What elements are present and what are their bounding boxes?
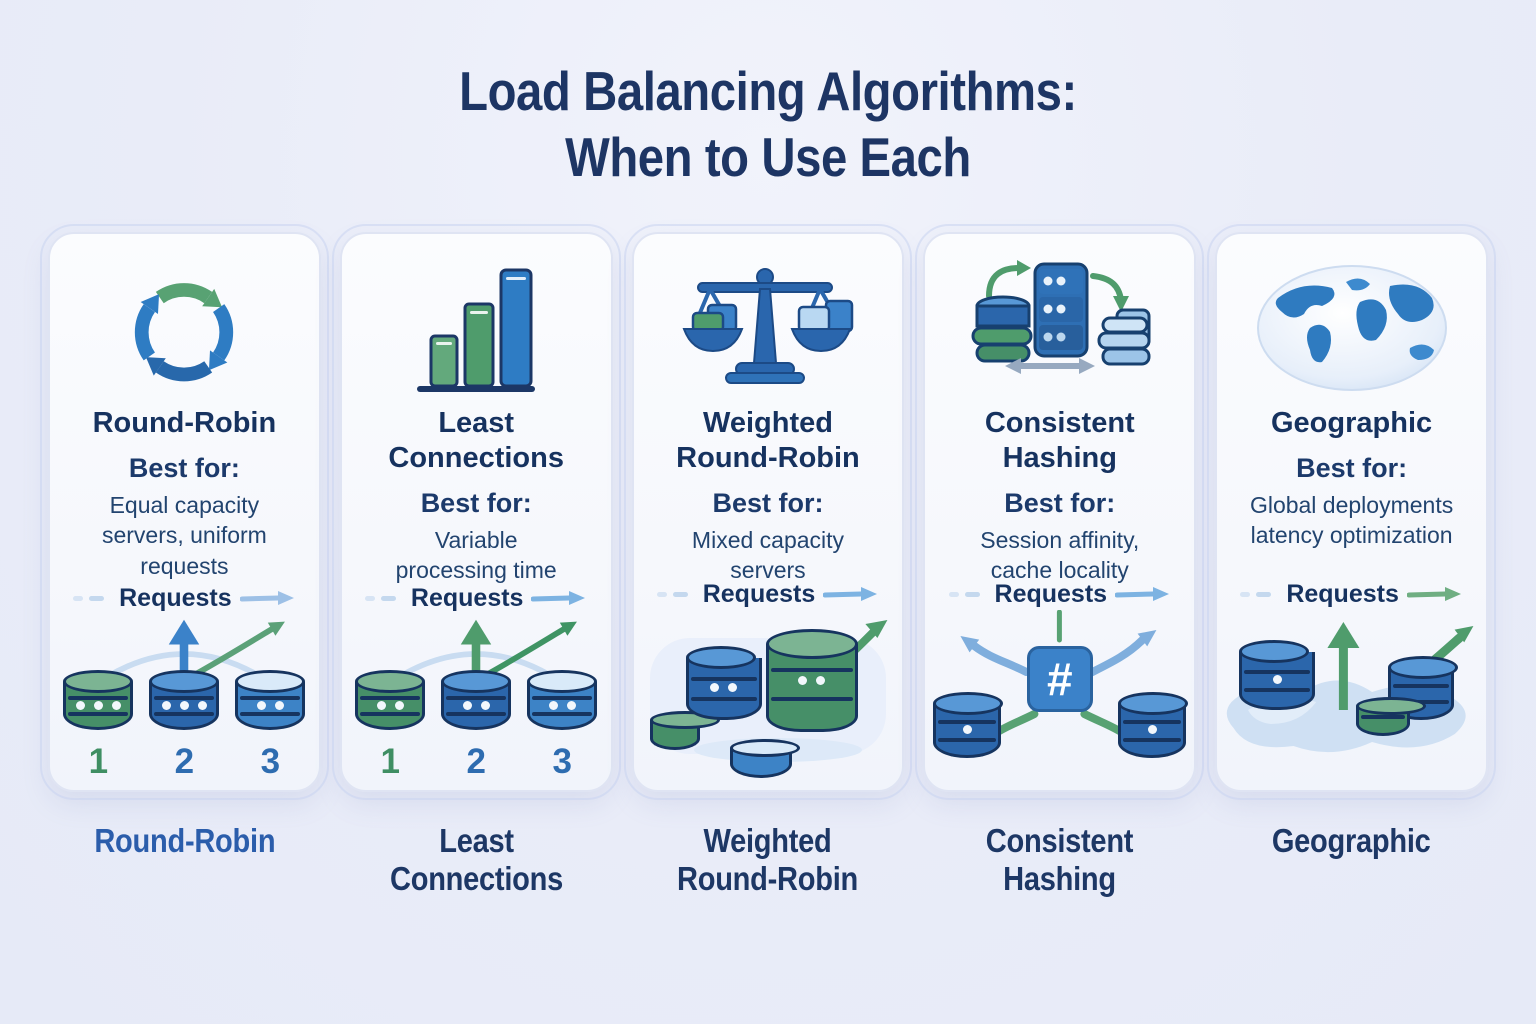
best-for-text: Session affinity, cache locality (980, 526, 1140, 583)
mini-diagram: Requests (1217, 578, 1486, 782)
column-least-connections: Least Connections Best for: Variable pro… (331, 224, 621, 897)
cycle-arrows-icon (135, 283, 234, 382)
card-icon-box (342, 252, 611, 404)
requests-dashes-icon (948, 592, 980, 597)
left-server-cylinder (933, 692, 1004, 758)
right-server-cylinder (1118, 692, 1189, 758)
requests-row: Requests (342, 582, 611, 614)
footer-label: Geographic (1272, 822, 1431, 859)
best-for-label: Best for: (1296, 452, 1408, 483)
mini-diagram: Requests (342, 582, 611, 782)
page-title-line2: When to Use Each (565, 126, 971, 188)
server-number: 1 (88, 742, 109, 781)
server-row (342, 668, 611, 730)
requests-dashes-icon (364, 596, 396, 601)
requests-label: Requests (702, 579, 816, 608)
requests-arrow-icon (1115, 587, 1170, 601)
requests-row: Requests (925, 578, 1194, 610)
balance-scale-icon (682, 268, 854, 384)
best-for-label: Best for: (712, 487, 824, 518)
requests-label: Requests (994, 579, 1108, 608)
medium-blue-server (685, 646, 762, 720)
card-title: Round-Robin (92, 407, 277, 439)
right-region-cache-disk (1355, 697, 1426, 736)
card-title: Consistent Hashing (984, 407, 1135, 474)
card-least-connections: Least Connections Best for: Variable pro… (331, 224, 621, 800)
mini-diagram: Requests (50, 582, 319, 782)
mini-diagram: Requests (925, 578, 1194, 782)
server-cylinder-2 (441, 670, 512, 730)
footer-label: Round-Robin (93, 822, 275, 859)
best-for-text: Equal capacity servers, uniform requests (101, 491, 267, 579)
best-for-label: Best for: (1004, 487, 1116, 518)
server-row (50, 668, 319, 730)
footer-label: Consistent Hashing (986, 822, 1134, 897)
card-icon-box (634, 252, 903, 404)
card-geographic: Geographic Best for: Global deployments … (1207, 224, 1496, 800)
server-number: 3 (552, 742, 572, 781)
server-numbers: 1 2 3 (50, 742, 319, 782)
card-title: Geographic (1271, 407, 1433, 439)
server-hash-icon (971, 260, 1151, 374)
bar-chart-icon (417, 268, 536, 392)
card-title: Weighted Round-Robin (676, 407, 860, 474)
server-cylinder-2 (149, 670, 220, 730)
requests-label: Requests (1286, 579, 1399, 608)
best-for-label: Best for: (128, 452, 240, 483)
right-region-server (1387, 656, 1458, 720)
card-consistent-hashing: Consistent Hashing Best for: Session aff… (915, 224, 1204, 800)
page-title: Load Balancing Algorithms: When to Use E… (108, 0, 1429, 190)
requests-label: Requests (410, 583, 524, 612)
requests-arrow-icon (531, 591, 586, 605)
page-title-line1: Load Balancing Algorithms: (459, 60, 1077, 122)
hash-routing-graphic: # (925, 610, 1194, 782)
card-icon-box (50, 252, 319, 404)
server-numbers: 1 2 3 (342, 742, 611, 782)
best-for-text: Variable processing time (395, 526, 557, 583)
hash-badge: # (1026, 646, 1093, 712)
footer-label: Least Connections (389, 822, 563, 897)
geo-servers-graphic (1217, 610, 1486, 782)
best-for-text: Global deployments latency optimization (1249, 491, 1454, 549)
requests-row: Requests (50, 582, 319, 614)
requests-row: Requests (634, 578, 903, 610)
small-blue-disk (729, 739, 800, 778)
small-green-disk (649, 711, 720, 750)
server-cylinder-3 (235, 670, 306, 730)
server-number: 2 (466, 742, 486, 781)
best-for-label: Best for: (420, 487, 532, 518)
requests-arrow-icon (1406, 587, 1461, 601)
server-cylinder-3 (527, 670, 598, 730)
requests-dashes-icon (656, 592, 688, 597)
column-round-robin: Round-Robin Best for: Equal capacity ser… (40, 224, 329, 897)
requests-row: Requests (1217, 578, 1486, 610)
column-consistent-hashing: Consistent Hashing Best for: Session aff… (915, 224, 1204, 897)
card-title: Least Connections (388, 407, 564, 474)
server-cylinder-1 (355, 670, 426, 730)
footer-label: Weighted Round-Robin (677, 822, 859, 897)
requests-arrow-icon (239, 591, 294, 605)
column-weighted-round-robin: Weighted Round-Robin Best for: Mixed cap… (623, 224, 913, 897)
requests-label: Requests (119, 583, 232, 612)
requests-arrow-icon (823, 587, 878, 601)
server-number: 2 (174, 742, 195, 781)
server-number: 1 (380, 742, 400, 781)
large-green-server (765, 629, 858, 732)
best-for-text: Mixed capacity servers (691, 526, 845, 583)
server-cylinder-1 (63, 670, 134, 730)
card-round-robin: Round-Robin Best for: Equal capacity ser… (40, 224, 329, 800)
globe-icon (1256, 265, 1447, 391)
card-icon-box (925, 252, 1194, 404)
left-region-server (1239, 640, 1316, 710)
requests-dashes-icon (1240, 592, 1272, 597)
card-icon-box (1217, 252, 1486, 404)
weighted-servers-graphic (634, 610, 903, 782)
mini-diagram: Requests (634, 578, 903, 782)
server-number: 3 (260, 742, 281, 781)
column-geographic: Geographic Best for: Global deployments … (1207, 224, 1496, 897)
card-weighted-round-robin: Weighted Round-Robin Best for: Mixed cap… (623, 224, 913, 800)
requests-dashes-icon (73, 596, 105, 601)
cards-row: Round-Robin Best for: Equal capacity ser… (0, 224, 1536, 897)
